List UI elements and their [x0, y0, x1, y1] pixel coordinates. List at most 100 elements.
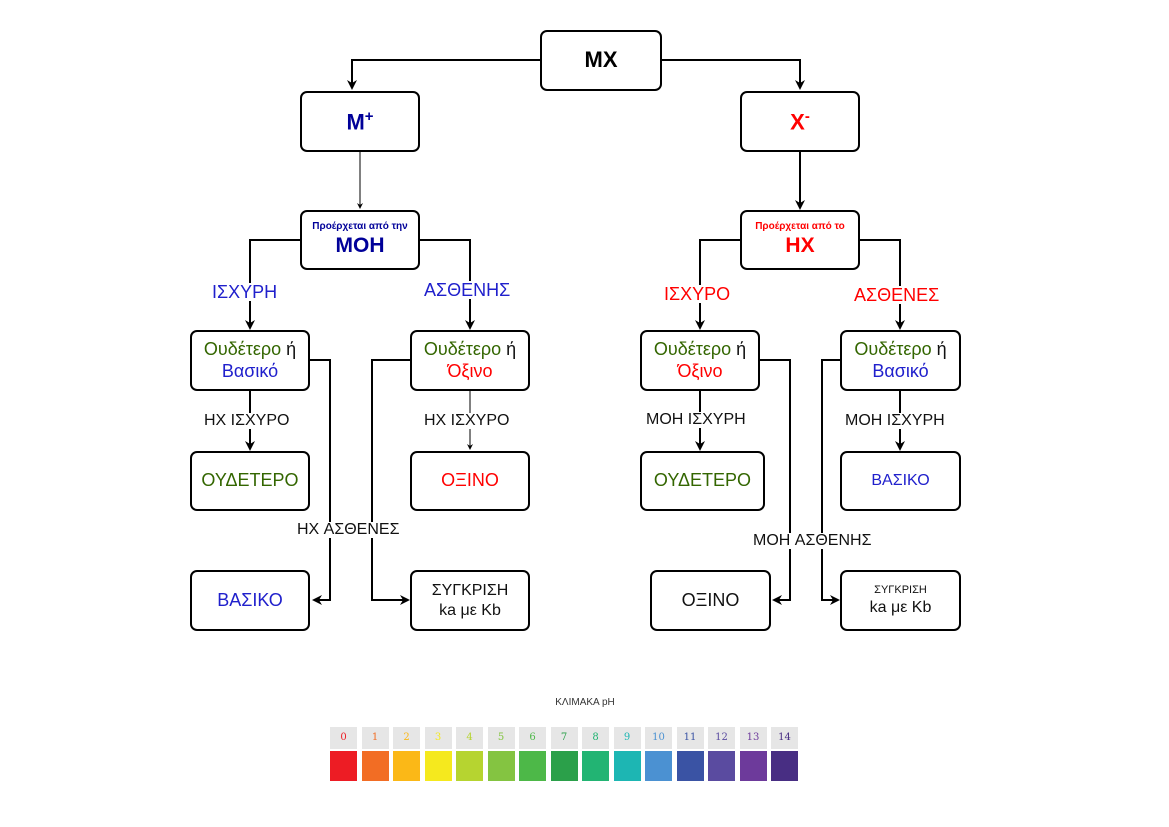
anion-charge: -: [804, 107, 810, 125]
ph-level-swatch: [487, 751, 515, 781]
salt-type-alt: Βασικό: [221, 360, 279, 381]
neutral-text: Ουδέτερο: [423, 338, 502, 359]
ph-level-number: 7: [550, 727, 578, 749]
edge-label-hx-strong-2: HX ΙΣΧΥΡΟ: [424, 412, 510, 429]
edge-label-hx-weak: HX ΑΣΘΕΝΕΣ: [297, 521, 400, 538]
ph-level-swatch: [424, 751, 452, 781]
ph-level-number: 9: [613, 727, 641, 749]
result-acidic-1: ΟΞΙΝΟ: [410, 451, 530, 511]
or-text: ή: [286, 338, 297, 359]
neutral-text: Ουδέτερο: [203, 338, 282, 359]
ph-level-10: 10: [645, 727, 672, 781]
ph-level-swatch: [550, 751, 578, 781]
result-compare-2: ΣΥΓΚΡΙΣΗ ka με Kb: [840, 570, 961, 631]
salt-type-line-1: Ουδέτερο ή: [424, 339, 516, 361]
ph-level-number: 0: [330, 727, 357, 749]
ph-level-1: 1: [361, 727, 389, 781]
cation-charge: +: [364, 107, 374, 125]
or-text: ή: [736, 338, 747, 359]
result-subtext: ka με Kb: [439, 601, 501, 619]
ph-level-12: 12: [708, 727, 735, 781]
ph-level-6: 6: [519, 727, 546, 781]
ph-level-swatch: [645, 751, 672, 781]
salt-type-alt: Βασικό: [872, 360, 929, 381]
result-basic-2: ΒΑΣΙΚΟ: [190, 570, 310, 631]
ph-scale-title: ΚΛΙΜΑΚΑ pH: [555, 697, 615, 708]
ph-level-number: 12: [708, 727, 735, 749]
ph-level-number: 13: [739, 727, 767, 749]
salt-type-alt: Όξινο: [447, 360, 493, 381]
result-text: ΟΥΔΕΤΕΡΟ: [653, 470, 752, 491]
result-compare-1: ΣΥΓΚΡΙΣΗ ka με Kb: [410, 570, 530, 631]
ph-level-14: 14: [771, 727, 798, 781]
cation-node: M+: [300, 91, 420, 152]
ph-level-2: 2: [393, 727, 420, 781]
salt-type-box-3: Ουδέτερο ή Όξινο: [640, 330, 760, 391]
neutral-text: Ουδέτερο: [653, 338, 732, 359]
salt-type-line-1: Ουδέτερο ή: [204, 339, 296, 361]
anion-node: X-: [740, 91, 860, 152]
salt-type-alt: Όξινο: [677, 360, 723, 381]
anion-origin-caption: Προέρχεται από το: [755, 221, 845, 233]
ph-level-number: 2: [393, 727, 420, 749]
root-label: MX: [584, 47, 618, 73]
result-text: ΒΑΣΙΚΟ: [217, 589, 283, 610]
ph-level-11: 11: [676, 727, 704, 781]
result-text: ΟΞΙΝΟ: [681, 589, 740, 610]
ph-level-swatch: [613, 751, 641, 781]
cation-symbol: M: [346, 108, 365, 134]
ph-level-number: 10: [645, 727, 672, 749]
ph-level-9: 9: [613, 727, 641, 781]
ph-level-swatch: [330, 751, 357, 781]
ph-level-number: 3: [424, 727, 452, 749]
ph-level-swatch: [393, 751, 420, 781]
cation-origin-node: Προέρχεται από την MOH: [300, 210, 420, 270]
cation-label: M+: [346, 108, 373, 136]
result-subtext: ka με Kb: [869, 598, 932, 616]
ph-level-number: 4: [456, 727, 483, 749]
result-text: ΒΑΣΙΚΟ: [871, 472, 930, 490]
ph-level-8: 8: [582, 727, 609, 781]
or-text: ή: [506, 338, 517, 359]
salt-type-box-2: Ουδέτερο ή Όξινο: [410, 330, 530, 391]
ph-level-swatch: [739, 751, 767, 781]
ph-level-13: 13: [739, 727, 767, 781]
salt-type-line-1: Ουδέτερο ή: [854, 339, 946, 361]
result-acidic-2: ΟΞΙΝΟ: [650, 570, 771, 631]
salt-type-box-1: Ουδέτερο ή Βασικό: [190, 330, 310, 391]
branch-label-weak-acid: ΑΣΘΕΝΕΣ: [854, 285, 940, 305]
edge-label-hx-strong-1: HX ΙΣΧΥΡΟ: [204, 412, 290, 429]
ph-level-number: 1: [361, 727, 389, 749]
ph-level-swatch: [456, 751, 483, 781]
salt-type-line-1: Ουδέτερο ή: [654, 339, 746, 361]
salt-type-box-4: Ουδέτερο ή Βασικό: [840, 330, 961, 391]
edge-label-moh-weak: MOH ΑΣΘΕΝΗΣ: [753, 532, 872, 549]
branch-label-strong-acid: ΙΣΧΥΡΟ: [664, 284, 731, 304]
ph-level-7: 7: [550, 727, 578, 781]
ph-level-5: 5: [487, 727, 515, 781]
neutral-text: Ουδέτερο: [854, 338, 932, 359]
ph-level-3: 3: [424, 727, 452, 781]
cation-origin-caption: Προέρχεται από την: [312, 221, 408, 233]
ph-level-number: 11: [676, 727, 704, 749]
result-neutral-2: ΟΥΔΕΤΕΡΟ: [640, 451, 765, 511]
anion-origin-node: Προέρχεται από το HX: [740, 210, 860, 270]
ph-level-4: 4: [456, 727, 483, 781]
edge-label-moh-strong-1: MOH ΙΣΧΥΡΗ: [646, 411, 746, 428]
branch-label-strong-base: ΙΣΧΥΡΗ: [212, 282, 278, 302]
result-text: ΟΥΔΕΤΕΡΟ: [201, 470, 299, 491]
ph-level-swatch: [771, 751, 798, 781]
ph-level-number: 6: [519, 727, 546, 749]
root-node-mx: MX: [540, 30, 662, 91]
ph-level-swatch: [708, 751, 735, 781]
ph-level-number: 5: [487, 727, 515, 749]
ph-level-0: 0: [330, 727, 357, 781]
result-text: ΣΥΓΚΡΙΣΗ: [431, 582, 509, 600]
cation-origin-base: MOH: [335, 234, 385, 258]
result-text: ΟΞΙΝΟ: [441, 470, 499, 491]
ph-level-number: 14: [771, 727, 798, 749]
ph-level-number: 8: [582, 727, 609, 749]
or-text: ή: [936, 338, 947, 359]
ph-level-swatch: [676, 751, 704, 781]
